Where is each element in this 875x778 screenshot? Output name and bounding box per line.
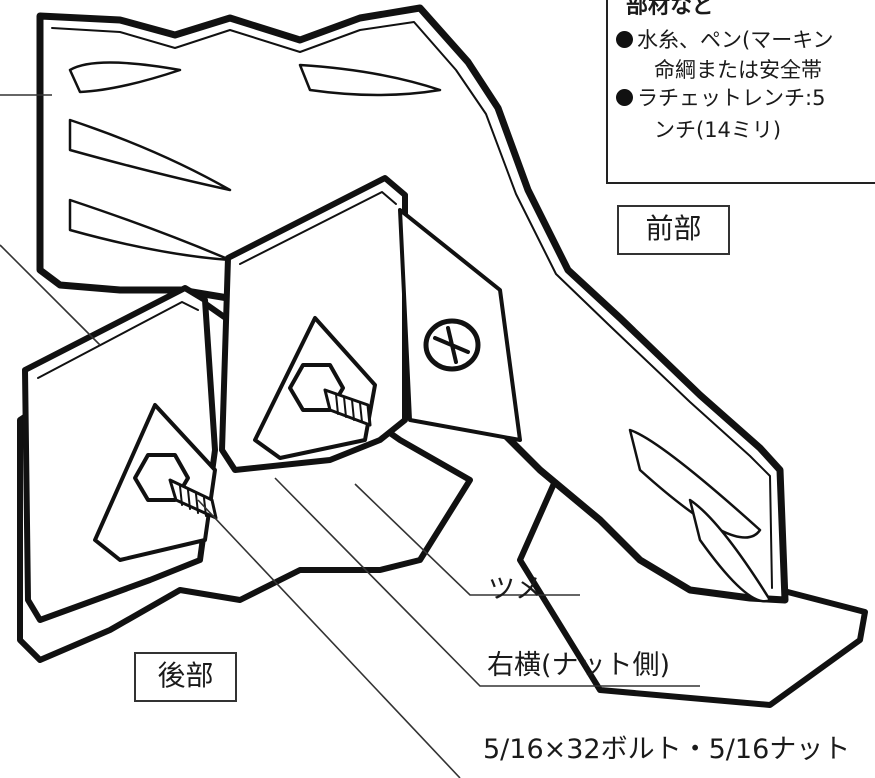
bullet-icon xyxy=(616,31,633,48)
claw-label: ツメ xyxy=(488,574,542,605)
leader-claw xyxy=(354,483,580,596)
materials-line-2: 命綱または安全帯 xyxy=(654,58,822,82)
slot xyxy=(68,118,232,192)
leader-bolt xyxy=(197,499,461,778)
slot xyxy=(628,428,762,539)
materials-line-3: ラチェットレンチ:5 xyxy=(616,88,825,109)
right-side-label: 右横(ナット側) xyxy=(487,650,671,681)
leader-right-side xyxy=(274,477,700,687)
screw-head xyxy=(423,318,481,372)
front-label: 前部 xyxy=(617,205,730,255)
slot xyxy=(298,63,442,97)
rear-label: 後部 xyxy=(134,652,237,702)
materials-title: 部材など xyxy=(626,0,715,19)
slot xyxy=(68,61,182,94)
materials-panel: 部材など 水糸、ペン(マーキン 命綱または安全帯 ラチェットレンチ:5 ンチ(1… xyxy=(606,0,875,184)
materials-line-1: 水糸、ペン(マーキン xyxy=(616,30,834,51)
bullet-icon xyxy=(616,89,633,106)
slot xyxy=(688,498,772,603)
bolt-nut-label: 5/16×32ボルト・5/16ナット xyxy=(483,734,851,765)
materials-line-4: ンチ(14ミリ) xyxy=(654,118,782,142)
right-nut-bolt xyxy=(288,363,372,427)
leader-left xyxy=(0,244,101,346)
